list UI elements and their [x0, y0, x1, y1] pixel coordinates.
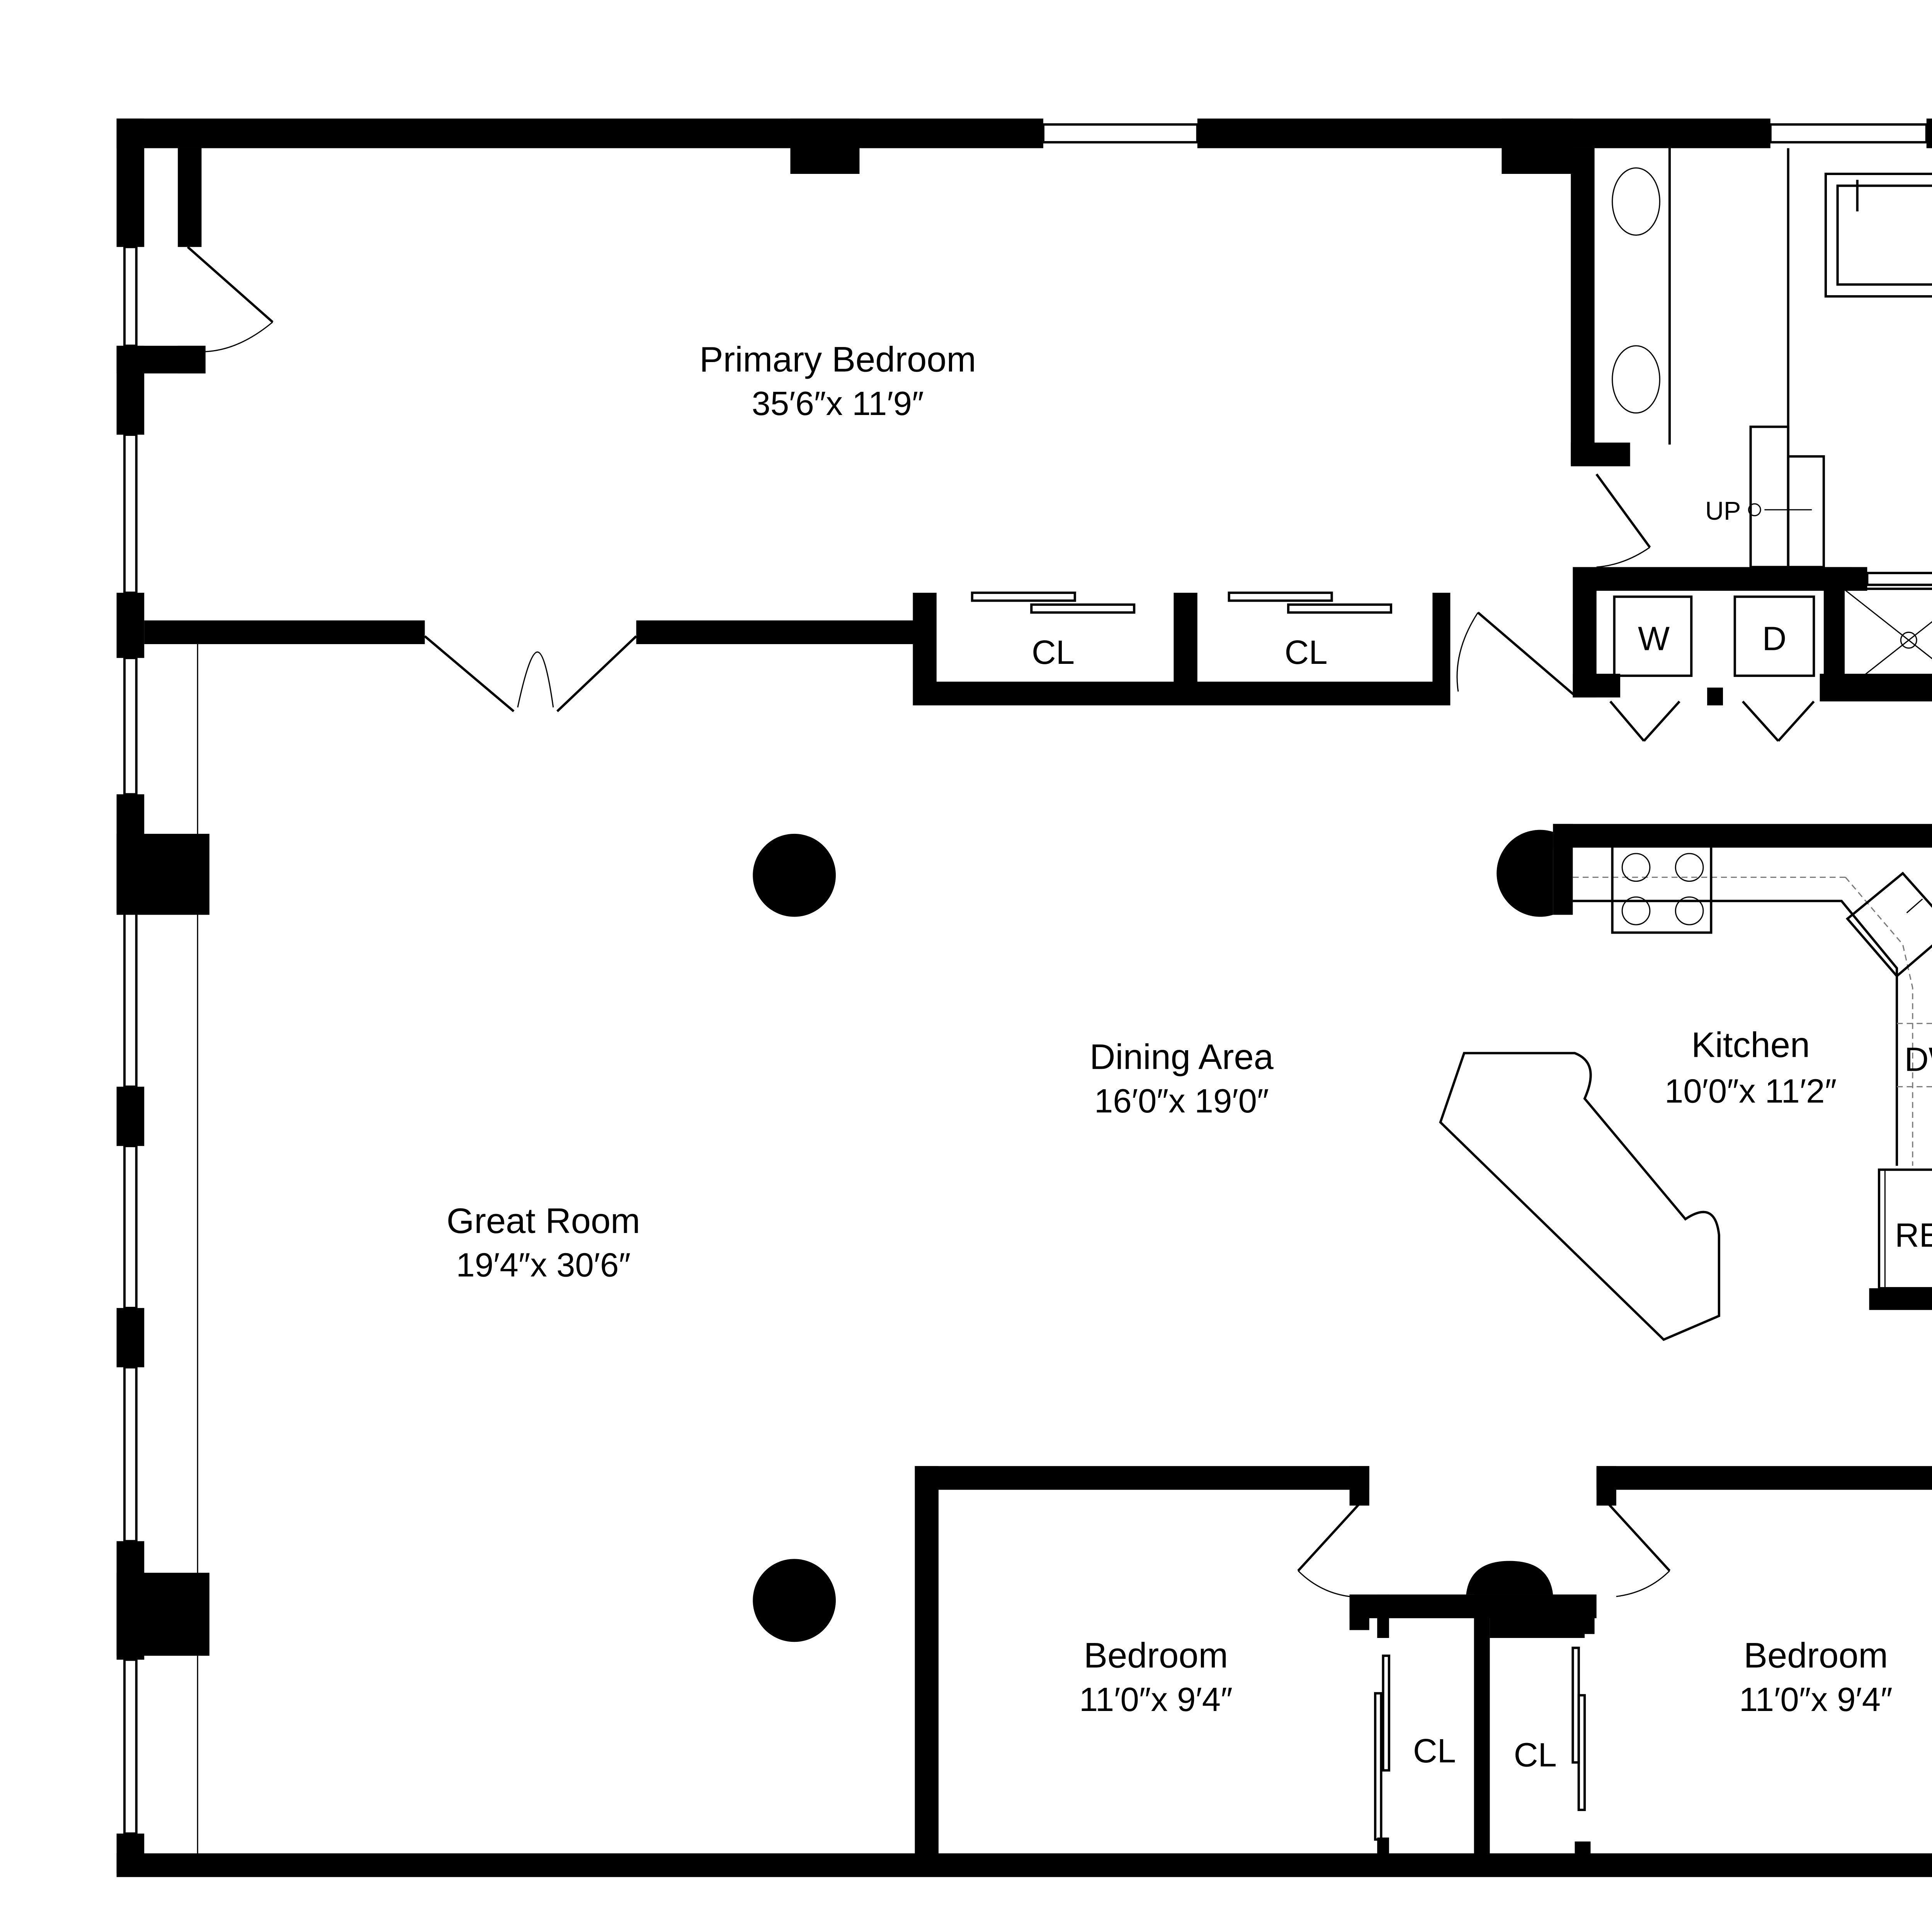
room-dims-bedroom-right: 11′0″x 9′4″ — [1739, 1681, 1893, 1718]
primary-bedroom-side-door[interactable] — [187, 246, 274, 352]
room-dims-bedroom-left: 11′0″x 9′4″ — [1079, 1681, 1233, 1718]
svg-text:UP: UP — [1705, 497, 1741, 526]
bedroom-closet-doors — [1374, 1646, 1586, 1841]
bedroom-doors[interactable] — [1297, 1501, 1671, 1597]
bedroom-walls — [915, 1466, 1932, 1861]
room-name-great-room: Great Room — [447, 1201, 640, 1241]
closet-label: CL — [1514, 1736, 1557, 1774]
primary-bedroom-double-door[interactable] — [424, 635, 637, 713]
exterior-walls — [116, 118, 1932, 1877]
room-name-bedroom-left: Bedroom — [1084, 1636, 1228, 1675]
washer-label: W — [1638, 620, 1670, 657]
kitchen-walls — [1497, 824, 1932, 1310]
closet-label: CL — [1032, 634, 1075, 671]
structural-columns — [753, 833, 836, 1642]
primary-bedroom-walls — [144, 148, 1630, 706]
room-name-dining-area: Dining Area — [1090, 1037, 1274, 1077]
room-name-kitchen: Kitchen — [1691, 1025, 1810, 1065]
windows-left — [123, 246, 198, 1857]
windows-top — [1042, 123, 1928, 144]
closet-label: CL — [1285, 634, 1328, 671]
room-name-bedroom-right: Bedroom — [1744, 1636, 1888, 1675]
closet-label: CL — [1413, 1732, 1456, 1770]
refrigerator-label: REF — [1895, 1217, 1932, 1254]
hall-door[interactable] — [1456, 611, 1576, 697]
stairs-up-1: UP — [1705, 497, 1812, 526]
dryer-label: D — [1762, 620, 1787, 657]
room-dims-great-room: 19′4″x 30′6″ — [456, 1246, 631, 1284]
dishwasher-label: DW — [1905, 1041, 1932, 1078]
room-dims-kitchen: 10′0″x 11′2″ — [1665, 1072, 1837, 1110]
room-dims-dining-area: 16′0″x 19′0″ — [1094, 1082, 1269, 1120]
laundry — [1609, 595, 1815, 742]
closet-sliding-doors — [971, 591, 1393, 614]
room-name-primary-bedroom: Primary Bedroom — [699, 339, 976, 379]
primary-bath — [1573, 148, 1932, 702]
room-dims-primary-bedroom: 35′6″x 11′9″ — [752, 385, 924, 422]
